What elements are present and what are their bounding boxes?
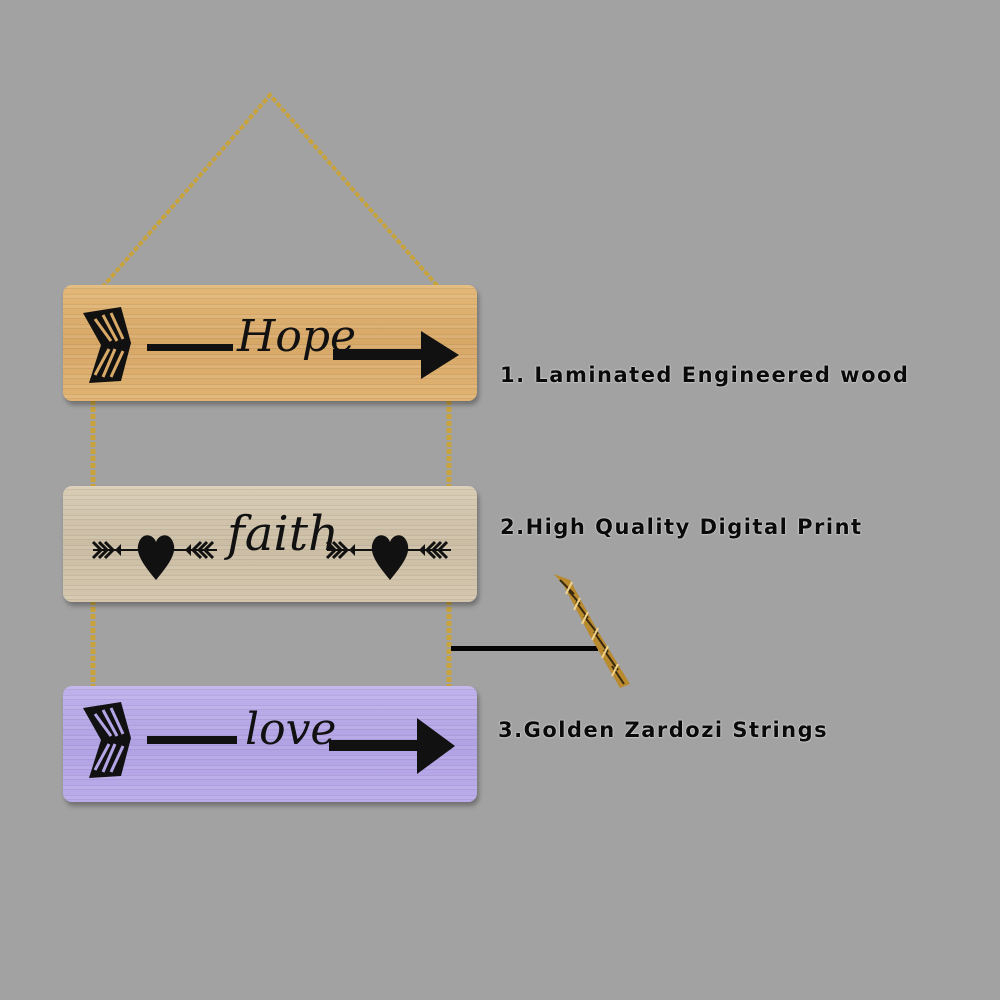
heart-arrow-left-icon [91,535,217,580]
arrow-shaft [147,344,233,351]
sign-word: love [245,704,337,755]
zardozi-string-sample-icon [554,574,630,688]
arrow-shaft [147,736,237,744]
arrow-shaft-right [333,349,423,360]
feature-label-print: 2.High Quality Digital Print [500,515,863,539]
sign-hope: Hope [63,285,477,401]
arrow-fletching-icon [83,702,131,778]
feature-label-strings: 3.Golden Zardozi Strings [498,718,829,742]
heart-arrow-right-icon [325,535,451,580]
sign-word: faith [227,506,339,562]
arrow-fletching-icon [83,307,131,383]
pointer-line [451,646,598,651]
sign-faith: faith [63,486,477,602]
arrow-shaft-right [329,740,427,751]
feature-label-wood: 1. Laminated Engineered wood [500,363,910,387]
arrow-right-icon [417,718,455,774]
sign-love: love [63,686,477,802]
arrow-right-icon [421,331,459,379]
